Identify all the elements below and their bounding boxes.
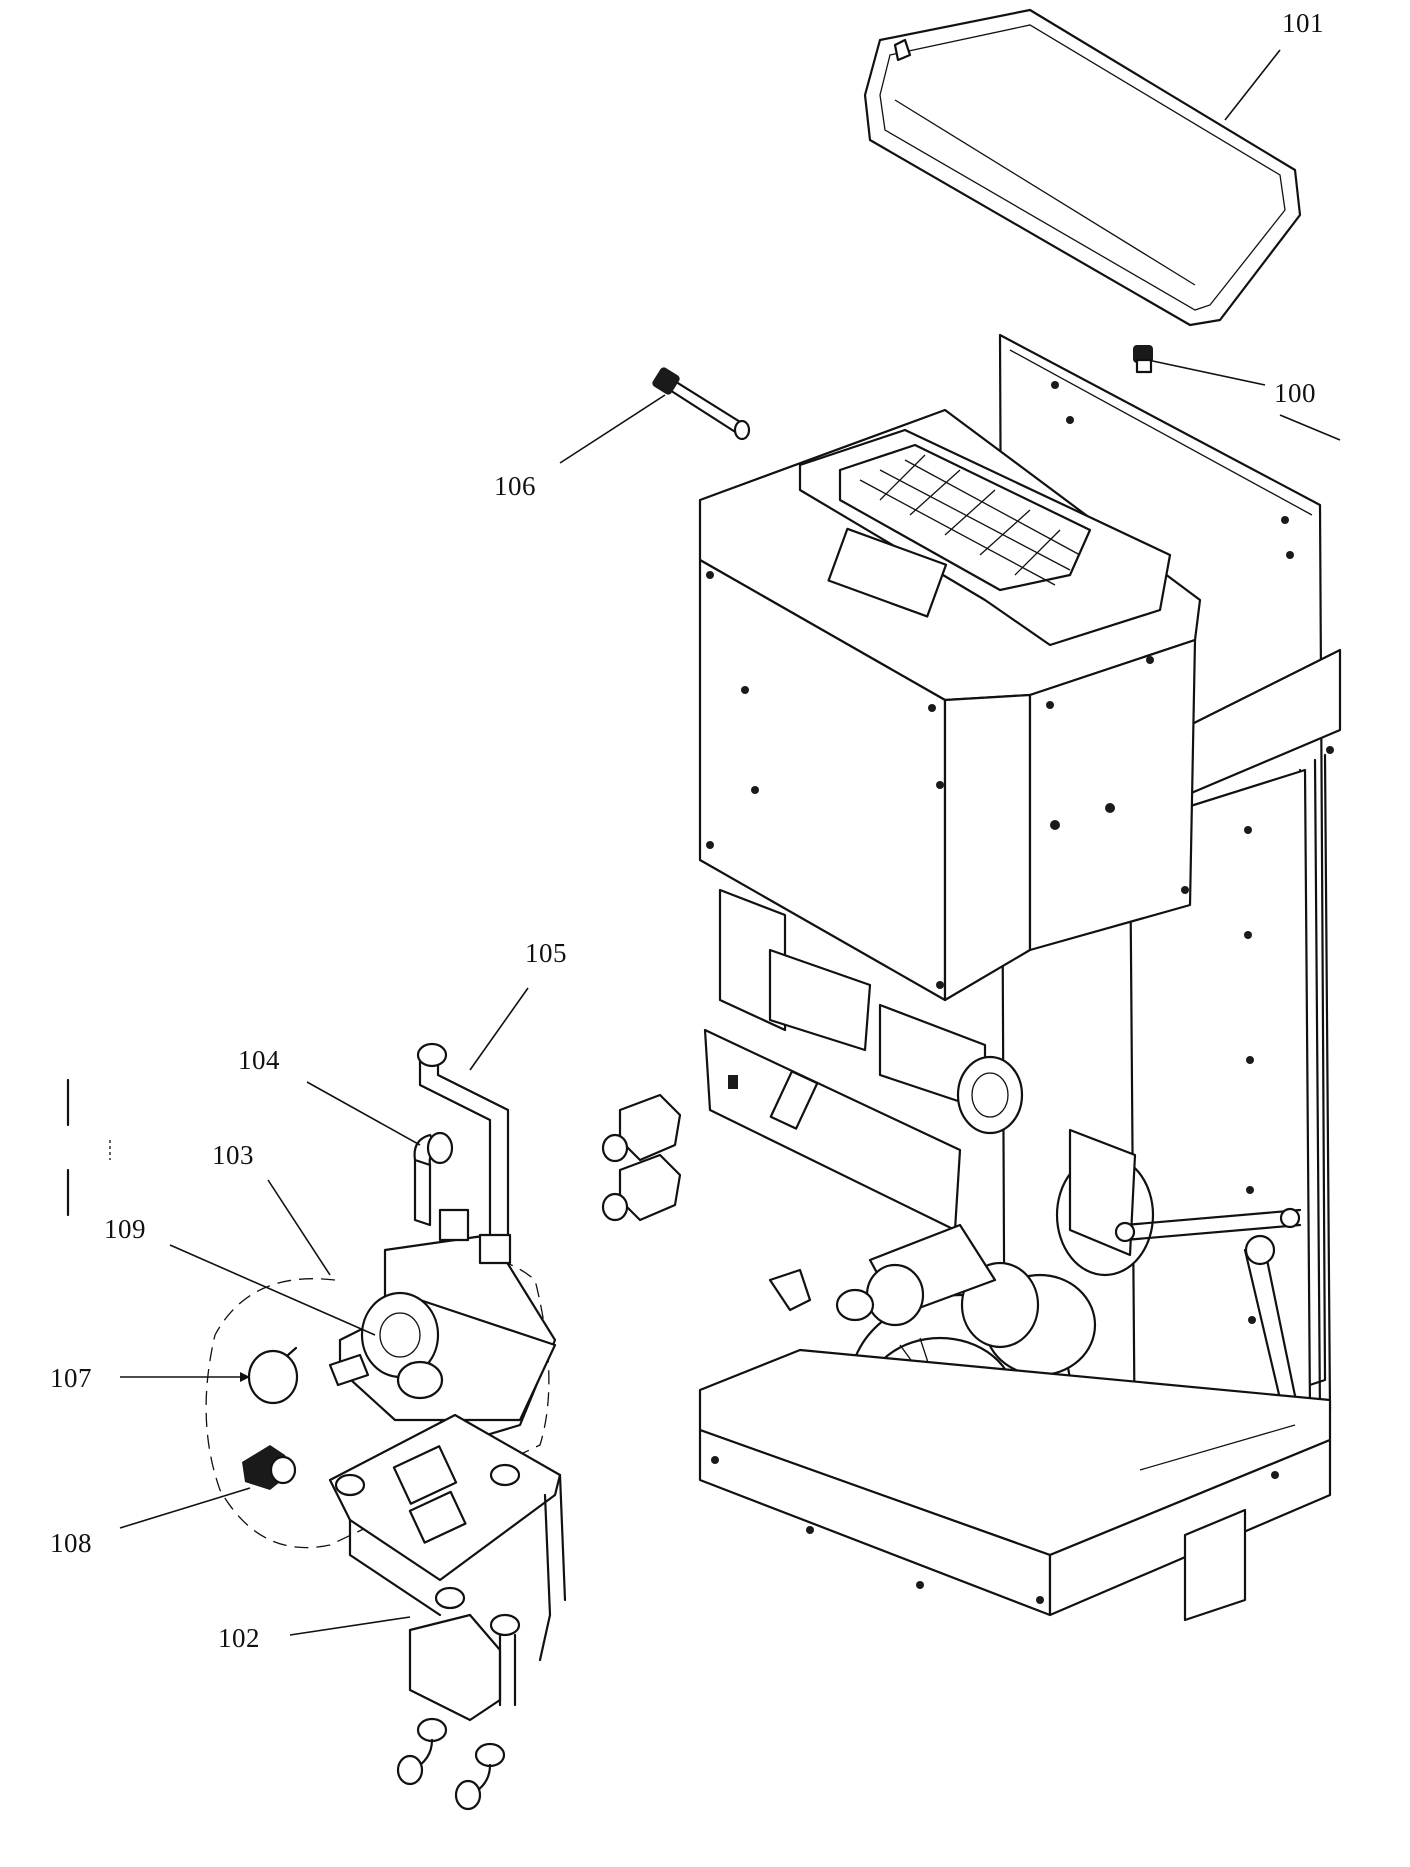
fitting-100 — [1133, 345, 1153, 374]
callout-107: 107 — [50, 1363, 92, 1393]
gauge-107 — [247, 1346, 299, 1405]
callout-101: 101 — [1282, 8, 1324, 38]
callout-108: 108 — [50, 1528, 92, 1558]
callout-105: 105 — [525, 938, 567, 968]
mounting-plate — [328, 1413, 567, 1662]
leader-lines — [119, 49, 1341, 1636]
leader-109 — [169, 1244, 376, 1336]
valve-assembly-102 — [396, 1586, 521, 1811]
arrowhead-107 — [240, 1372, 250, 1382]
leader-105 — [469, 987, 529, 1071]
leader-100 — [1147, 359, 1266, 386]
callout-109: 109 — [104, 1214, 146, 1244]
callout-100: 100 — [1274, 378, 1316, 408]
leader-100-tick — [1279, 414, 1341, 441]
callout-102: 102 — [218, 1623, 260, 1653]
expansion-vessel — [863, 8, 1302, 327]
callout-104: 104 — [238, 1045, 280, 1075]
leader-104 — [306, 1081, 421, 1146]
callout-106: 106 — [494, 471, 536, 501]
callout-103: 103 — [212, 1140, 254, 1170]
valve-108 — [242, 1445, 297, 1490]
loose-valves — [601, 1093, 812, 1312]
probe-106 — [652, 367, 751, 441]
hydraulic-body — [328, 1208, 557, 1442]
pipe-elbow-104 — [413, 1131, 454, 1227]
leader-103 — [267, 1179, 331, 1276]
leader-106 — [559, 394, 666, 464]
side-marks — [66, 1078, 111, 1217]
hydraulic-group-103 — [205, 1253, 550, 1549]
leader-108 — [119, 1487, 251, 1529]
leader-101 — [1224, 49, 1281, 121]
leader-102 — [289, 1616, 411, 1636]
boiler-chassis — [698, 333, 1342, 1622]
pipe-105 — [416, 1042, 510, 1257]
